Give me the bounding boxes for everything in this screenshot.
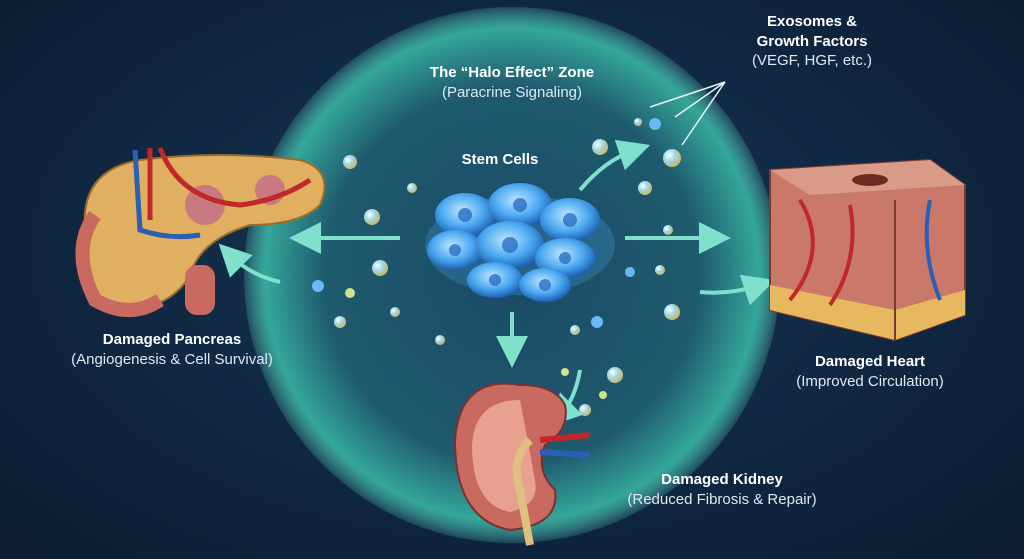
exosome-particles xyxy=(312,118,681,416)
pancreas-illustration xyxy=(75,147,326,317)
halo-title: The “Halo Effect” Zone xyxy=(429,64,595,81)
heart-subtitle: (Improved Circulation) xyxy=(796,372,944,390)
exosomes-title-line2: Growth Factors xyxy=(756,32,868,50)
stem-cells-title: Stem Cells xyxy=(461,151,539,168)
kidney-title: Damaged Kidney xyxy=(661,471,783,488)
heart-title: Damaged Heart xyxy=(814,353,926,370)
kidney-subtitle: (Reduced Fibrosis & Repair) xyxy=(627,490,817,508)
pancreas-title: Damaged Pancreas xyxy=(102,331,242,348)
pancreas-label: Damaged Pancreas (Angiogenesis & Cell Su… xyxy=(71,330,273,369)
exosomes-subtitle: (VEGF, HGF, etc.) xyxy=(751,52,873,69)
stem-cells-label: Stem Cells xyxy=(462,150,539,170)
exosomes-title-line1: Exosomes & xyxy=(766,13,858,30)
heart-tissue-illustration xyxy=(769,158,966,342)
halo-subtitle: (Paracrine Signaling) xyxy=(441,83,583,101)
exosome-pointer-lines xyxy=(649,81,726,146)
stem-cells-cluster xyxy=(425,183,615,302)
exosomes-label: Exosomes & Growth Factors (VEGF, HGF, et… xyxy=(752,12,872,71)
heart-label: Damaged Heart (Improved Circulation) xyxy=(796,352,944,391)
kidney-illustration xyxy=(453,382,591,546)
pancreas-subtitle: (Angiogenesis & Cell Survival) xyxy=(71,350,273,368)
kidney-label: Damaged Kidney (Reduced Fibrosis & Repai… xyxy=(627,470,816,509)
halo-zone-label: The “Halo Effect” Zone (Paracrine Signal… xyxy=(430,63,594,102)
